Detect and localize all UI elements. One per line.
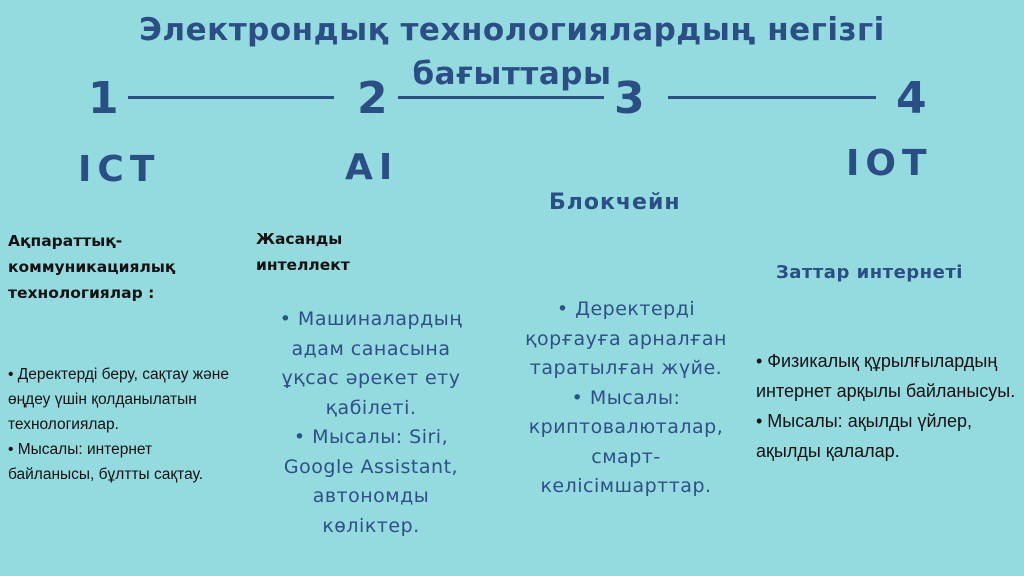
step-subtitle-blockchain: Блокчейн xyxy=(549,188,681,218)
timeline-line-2 xyxy=(398,96,604,99)
step-number-1: 1 xyxy=(88,73,120,124)
subtitle-line: Заттар интернеті xyxy=(776,262,963,283)
bullet-item: • Мысалы: Siri, Google Assistant, автоно… xyxy=(283,426,459,537)
step-number-2: 2 xyxy=(357,73,389,124)
bullet-item: • Машиналардың адам санасына ұқсас әреке… xyxy=(279,308,463,419)
bullet-item: • Мысалы: интернет байланысы, бұлтты сақ… xyxy=(8,441,204,483)
step-subtitle-ict: Ақпараттық- коммуникациялық технологияла… xyxy=(8,228,248,306)
timeline-line-1 xyxy=(128,96,334,99)
subtitle-line: интеллект xyxy=(256,256,350,274)
timeline-line-3 xyxy=(668,96,876,99)
bullet-item: • Физикалық құрылғылардың интернет арқыл… xyxy=(756,351,1016,401)
step-subtitle-ai: Жасанды интеллект xyxy=(256,226,456,278)
subtitle-line: коммуникациялық xyxy=(8,258,176,276)
step-bullets-ai: • Машиналардың адам санасына ұқсас әреке… xyxy=(262,305,480,541)
step-bullets-iot: • Физикалық құрылғылардың интернет арқыл… xyxy=(756,346,1018,466)
subtitle-line: Блокчейн xyxy=(549,190,681,215)
bullet-item: • Мысалы: ақылды үйлер, ақылды қалалар. xyxy=(756,411,973,461)
bullet-item: • Деректерді беру, сақтау және өңдеу үші… xyxy=(8,366,229,433)
step-abbr-ai: AI xyxy=(345,147,399,188)
bullet-item: • Мысалы: криптовалюталар, смарт-келісім… xyxy=(528,386,724,498)
step-number-4: 4 xyxy=(896,73,928,124)
step-bullets-blockchain: • Деректерді қорғауға арналған таратылға… xyxy=(512,295,740,502)
step-abbr-iot: IOT xyxy=(846,143,933,184)
subtitle-line: Ақпараттық- xyxy=(8,232,123,250)
step-number-3: 3 xyxy=(614,73,646,124)
subtitle-line: технологиялар : xyxy=(8,284,155,302)
step-subtitle-iot: Заттар интернеті xyxy=(776,260,963,286)
step-bullets-ict: • Деректерді беру, сақтау және өңдеу үші… xyxy=(8,362,234,487)
subtitle-line: Жасанды xyxy=(256,230,343,248)
slide-title: Электрондық технологиялардың негізгі бағ… xyxy=(139,12,885,92)
step-abbr-ict: ICT xyxy=(78,149,161,190)
bullet-item: • Деректерді қорғауға арналған таратылға… xyxy=(525,298,727,379)
